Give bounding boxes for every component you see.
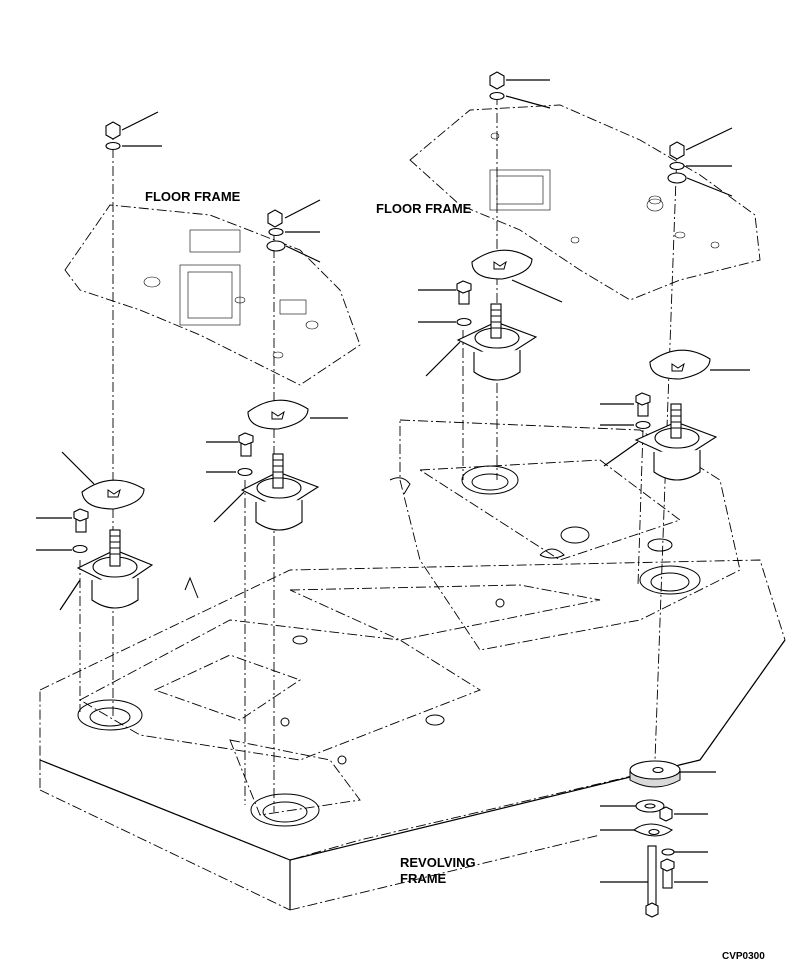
floor-frame-right	[409, 104, 761, 301]
mount-assembly-left	[59, 121, 154, 611]
mount-assembly-center-right	[456, 71, 538, 381]
frame-opening-center	[250, 793, 320, 827]
leader-lines	[36, 79, 750, 883]
label-floor-frame-right: FLOOR FRAME	[376, 201, 472, 216]
frame-opening-right-upper	[461, 465, 519, 495]
mount-assembly-center-left	[237, 209, 320, 531]
figure-code: CVP0300	[722, 951, 765, 962]
frame-opening-right-lower	[639, 565, 701, 595]
floor-frame-left	[64, 204, 361, 386]
lower-stopper-stack	[629, 760, 681, 918]
label-floor-frame-left: FLOOR FRAME	[145, 189, 241, 204]
revolving-frame	[39, 419, 786, 911]
label-revolving-frame-line2: FRAME	[400, 871, 447, 886]
label-revolving-frame-line1: REVOLVING	[400, 855, 476, 870]
frame-opening-left	[77, 699, 143, 731]
mount-assembly-right	[634, 141, 718, 481]
